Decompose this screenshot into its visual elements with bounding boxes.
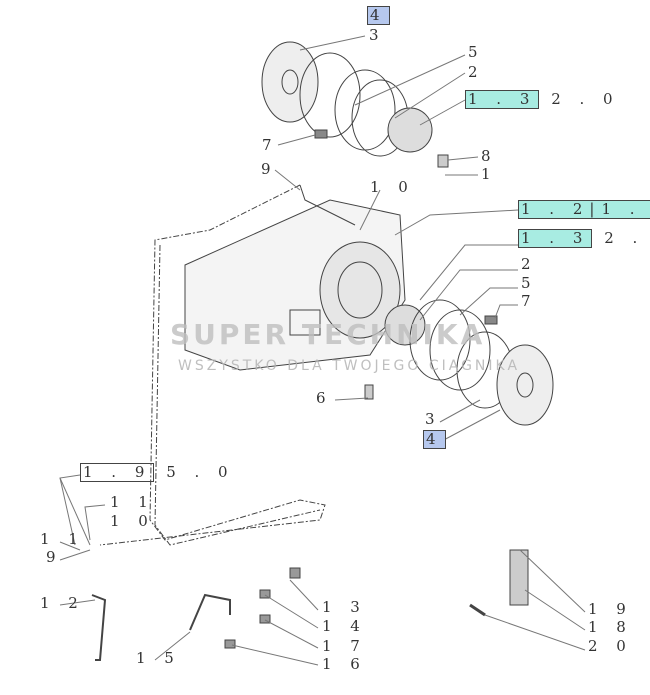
valve-19: [509, 549, 529, 606]
callout-5-right[interactable]: 5: [521, 274, 538, 292]
callout-10-top[interactable]: 1 0: [370, 178, 415, 196]
watermark-logo: SUPER TECHNIKA: [170, 318, 486, 351]
ref-1-21-0[interactable]: 1 . 2|1 . 0: [518, 200, 650, 219]
callout-10-bottom[interactable]: 1 0: [110, 512, 155, 530]
brake-pipe: [99, 184, 326, 546]
callout-4-right[interactable]: 4: [423, 430, 446, 449]
callout-3-right[interactable]: 3: [425, 410, 442, 428]
piston-top: [387, 107, 433, 153]
o-ring-top: [334, 69, 396, 151]
brake-disc-right: [496, 344, 554, 426]
callout-9-bottom[interactable]: 9: [46, 548, 63, 566]
brake-disc-top: [261, 41, 319, 123]
callout-14[interactable]: 1 4: [322, 617, 367, 635]
callout-18[interactable]: 1 8: [588, 618, 633, 636]
callout-4-top[interactable]: 4: [367, 6, 390, 25]
callout-13[interactable]: 1 3: [322, 598, 367, 616]
callout-7-top[interactable]: 7: [262, 136, 279, 154]
callout-2-top[interactable]: 2: [468, 63, 485, 81]
callout-11-b[interactable]: 1 1: [40, 530, 85, 548]
callout-2-right[interactable]: 2: [521, 255, 538, 273]
callout-12[interactable]: 1 2: [40, 594, 85, 612]
callout-15[interactable]: 1 5: [136, 649, 181, 667]
spring-top: [314, 129, 328, 139]
pressure-plate-top: [299, 52, 361, 138]
callout-7-right[interactable]: 7: [521, 292, 538, 310]
callout-9-top[interactable]: 9: [261, 160, 278, 178]
callout-19[interactable]: 1 9: [588, 600, 633, 618]
callout-5-top[interactable]: 5: [468, 43, 485, 61]
callout-17[interactable]: 1 7: [322, 637, 367, 655]
ref-1-32-0-top[interactable]: 1 . 3 2 . 0: [465, 90, 620, 109]
callout-3-top[interactable]: 3: [369, 26, 386, 44]
ref-1-32-0-right[interactable]: 1 . 3 2 . 0: [518, 229, 650, 248]
bracket-12: [91, 594, 107, 661]
callout-1[interactable]: 1: [481, 165, 498, 183]
ref-1-95-0[interactable]: 1 . 9 5 . 0: [80, 463, 235, 482]
callout-11-a[interactable]: 1 1: [110, 493, 155, 511]
bracket-15: [189, 593, 231, 631]
callout-20[interactable]: 2 0: [588, 637, 633, 655]
callout-8[interactable]: 8: [481, 147, 498, 165]
watermark-subtitle: WSZYSTKO DLA TWOJEGO CIĄGNIKA: [178, 358, 521, 374]
callout-6[interactable]: 6: [316, 389, 333, 407]
callout-16[interactable]: 1 6: [322, 655, 367, 673]
piston-right: [384, 304, 426, 346]
